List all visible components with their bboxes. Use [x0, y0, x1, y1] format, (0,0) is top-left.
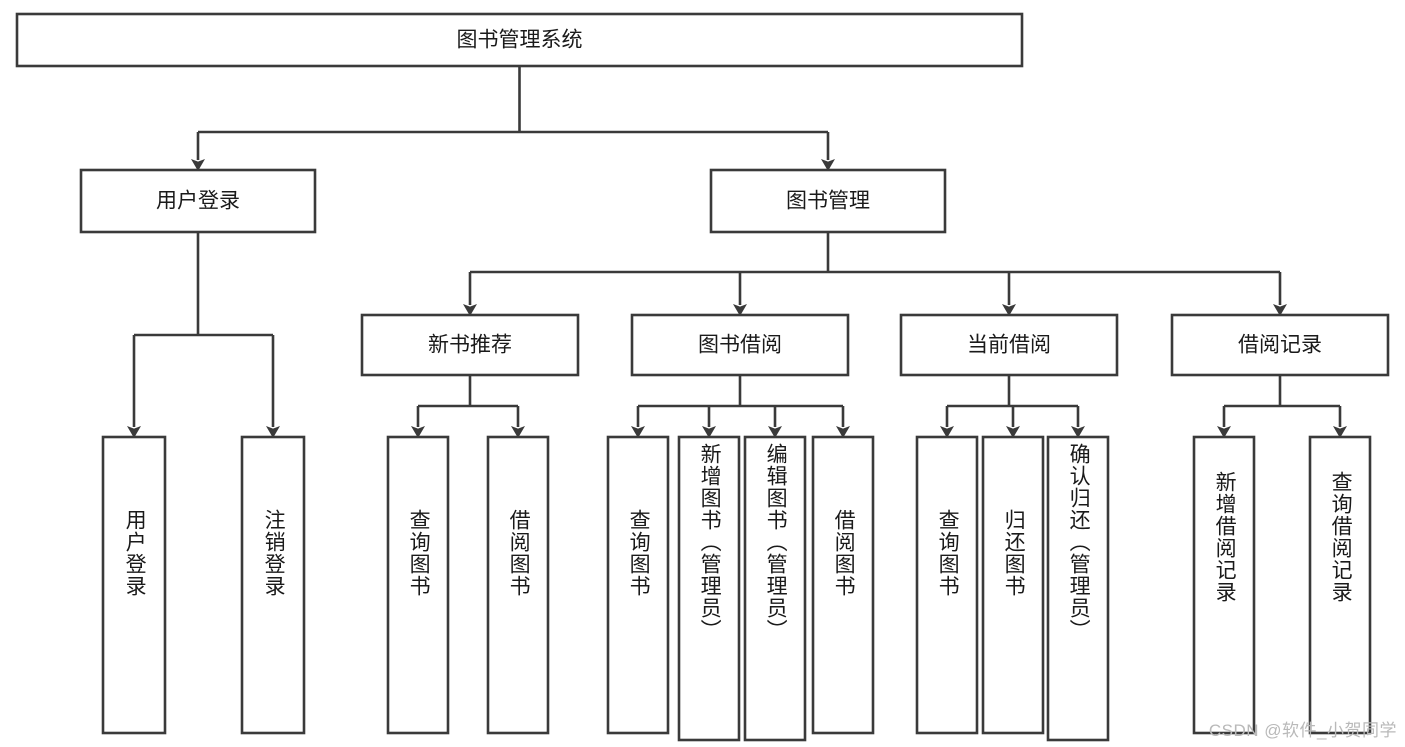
node-book-manage-box[interactable] — [709, 168, 947, 234]
node-borrow-box[interactable] — [630, 313, 850, 377]
leaf-box-borrow-add[interactable] — [677, 435, 741, 742]
leaf-box-borrow-edit[interactable] — [743, 435, 807, 742]
node-new-books[interactable]: 新书推荐 — [360, 313, 580, 377]
leaf-box-current-return[interactable] — [981, 435, 1045, 735]
connector-group-current-borrow — [940, 375, 1085, 438]
connector-group-records — [1217, 375, 1347, 438]
connector-group-user-login — [127, 232, 280, 438]
connector-group-root — [191, 66, 835, 171]
connector-group-book-manage — [463, 232, 1287, 316]
node-records-label: 借阅记录 — [1238, 334, 1322, 357]
connector-group-borrow — [631, 375, 850, 438]
node-records-box[interactable] — [1170, 313, 1390, 377]
leaf-box-current-confirm[interactable] — [1046, 435, 1110, 742]
node-user-login[interactable]: 用户登录 — [79, 168, 317, 234]
csdn-watermark: CSDN @软件_小贺同学 — [1208, 721, 1397, 740]
node-book-manage[interactable]: 图书管理 — [709, 168, 947, 234]
node-current-borrow-box[interactable] — [899, 313, 1119, 377]
node-new-books-label: 新书推荐 — [428, 334, 512, 357]
leaf-box-newbooks-query[interactable] — [386, 435, 450, 735]
node-user-login-box[interactable] — [79, 168, 317, 234]
node-root-label: 图书管理系统 — [457, 29, 583, 52]
leaf-box-user-logout[interactable] — [240, 435, 306, 735]
leaf-box-current-query[interactable] — [915, 435, 979, 735]
node-current-borrow-label: 当前借阅 — [967, 334, 1051, 357]
leaf-box-records-add[interactable] — [1192, 435, 1256, 735]
node-borrow-label: 图书借阅 — [698, 334, 782, 357]
node-root[interactable]: 图书管理系统 — [15, 12, 1024, 68]
leaf-box-newbooks-borrow[interactable] — [486, 435, 550, 735]
node-user-login-label: 用户登录 — [156, 190, 240, 213]
node-current-borrow[interactable]: 当前借阅 — [899, 313, 1119, 377]
leaf-boxes — [101, 435, 1372, 742]
node-book-manage-label: 图书管理 — [786, 190, 870, 213]
node-new-books-box[interactable] — [360, 313, 580, 377]
leaf-box-user-login[interactable] — [101, 435, 167, 735]
node-borrow[interactable]: 图书借阅 — [630, 313, 850, 377]
leaf-box-records-query[interactable] — [1308, 435, 1372, 735]
node-root-box[interactable] — [15, 12, 1024, 68]
leaf-box-borrow-query[interactable] — [606, 435, 670, 735]
node-records[interactable]: 借阅记录 — [1170, 313, 1390, 377]
leaf-box-borrow-lend[interactable] — [811, 435, 875, 735]
connector-group-new-books — [411, 375, 525, 438]
